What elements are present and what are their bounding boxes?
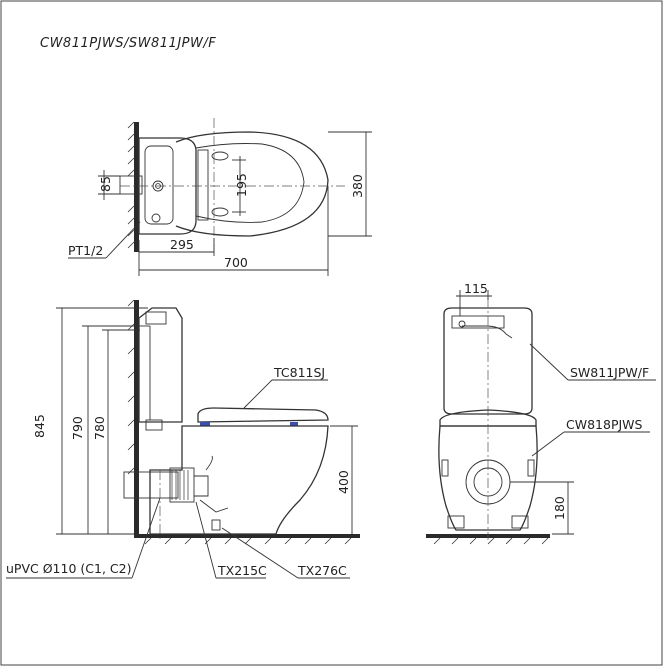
front-label-cw818pjws: CW818PJWS: [566, 417, 643, 432]
side-view: 845 790 780 400 TC811SJ uPVC Ø110 (C1, C…: [6, 299, 360, 579]
side-label-tc811sj: TC811SJ: [273, 365, 325, 380]
top-label-pt12: PT1/2: [68, 243, 103, 258]
top-dim-195: 195: [234, 173, 249, 197]
front-view: 115 180 SW811JPW/F CW818PJWS: [426, 281, 656, 545]
side-dim-845: 845: [32, 414, 47, 438]
top-dim-700: 700: [224, 255, 248, 270]
front-label-sw811jpwf: SW811JPW/F: [570, 365, 649, 380]
top-view-wall: [134, 122, 139, 252]
model-title: CW811PJWS/SW811JPW/F: [40, 36, 216, 51]
side-dim-780: 780: [92, 416, 107, 440]
side-label-upvc: uPVC Ø110 (C1, C2): [6, 561, 131, 576]
side-dim-400: 400: [336, 470, 351, 494]
top-view: 85 195 380 295 700 PT1/2: [68, 118, 372, 276]
side-label-tx276c: TX276C: [297, 563, 347, 578]
side-dim-790: 790: [70, 416, 85, 440]
side-view-floor: [134, 534, 360, 538]
side-label-tx215c: TX215C: [217, 563, 267, 578]
top-dim-380: 380: [350, 174, 365, 198]
side-view-wall: [134, 300, 139, 536]
top-dim-85: 85: [98, 176, 113, 192]
front-dim-180: 180: [552, 496, 567, 520]
front-dim-115: 115: [464, 281, 488, 296]
top-dim-295: 295: [170, 237, 194, 252]
